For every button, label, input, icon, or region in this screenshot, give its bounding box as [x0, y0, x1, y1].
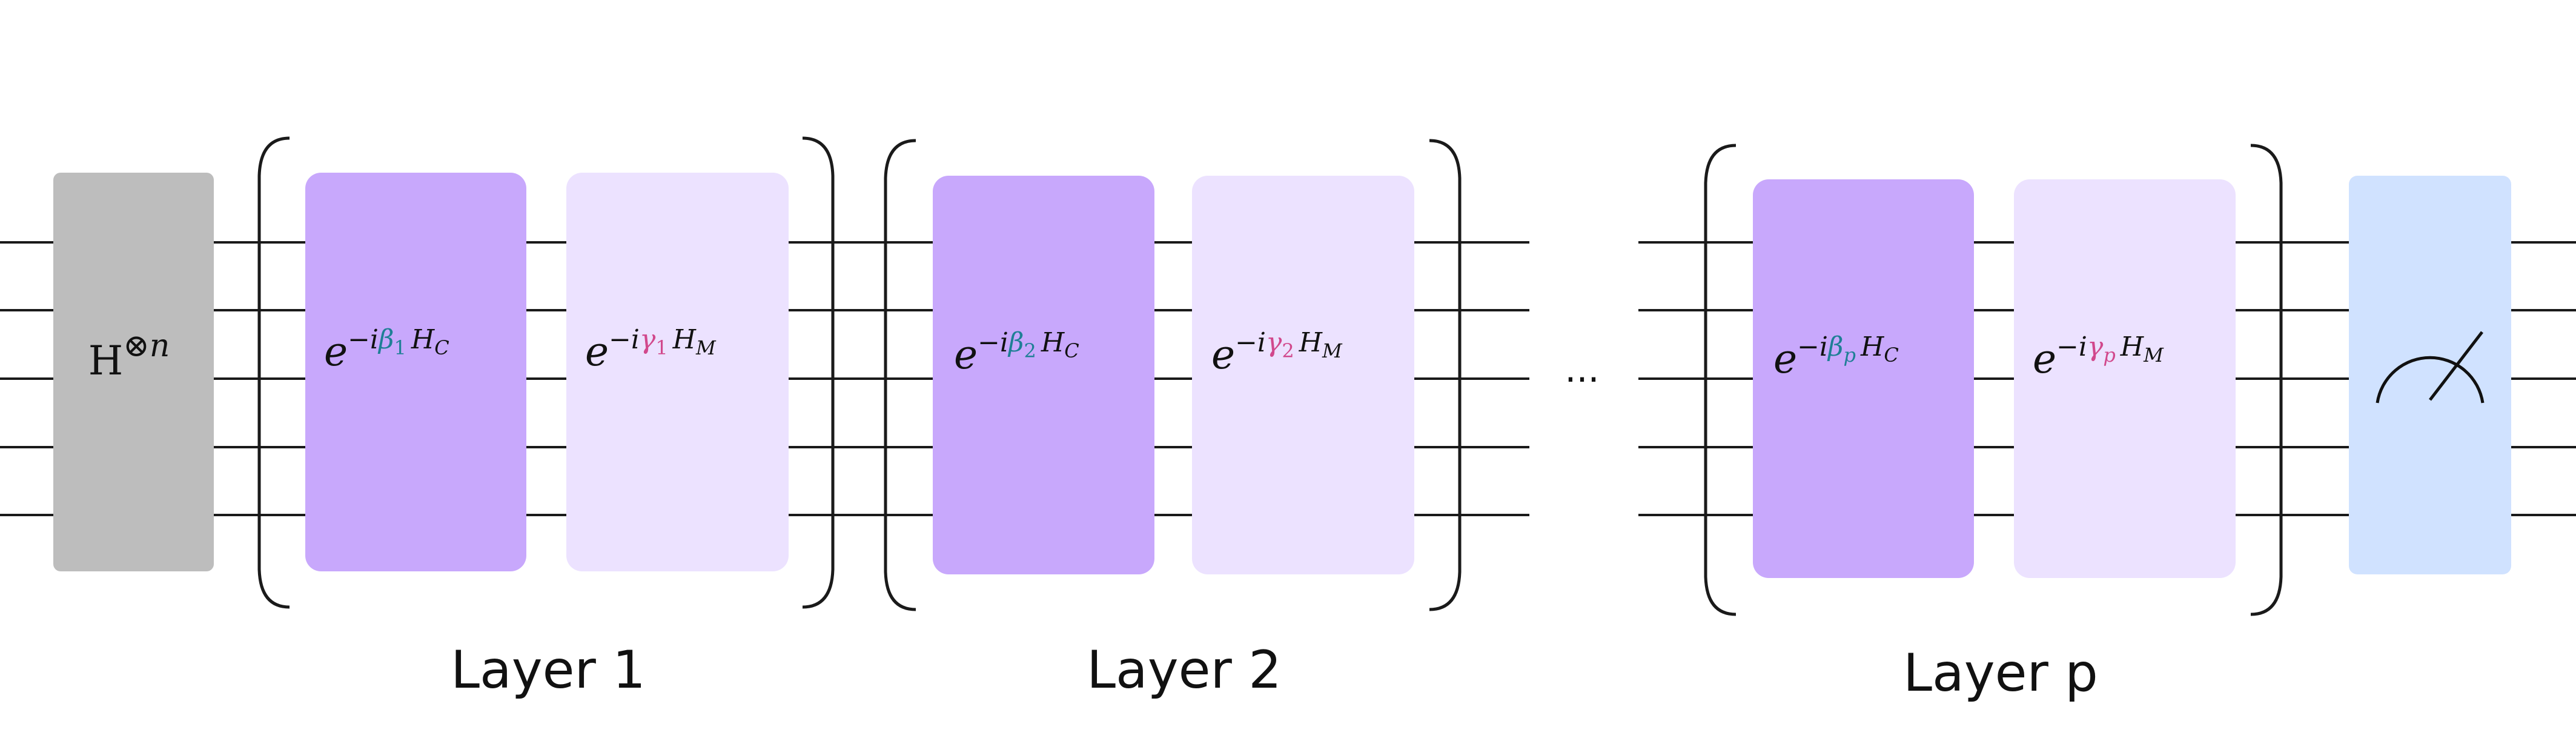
hadamard-base: H — [88, 337, 124, 384]
hadamard-gate-label: H⊗n — [88, 328, 170, 384]
layer-1-label: Layer 1 — [451, 640, 646, 700]
meter-icon — [2376, 331, 2485, 404]
layer-p-left-bracket — [1704, 144, 1737, 616]
layer-2-right-bracket — [1429, 139, 1462, 611]
layer-2-mixer-gate-box — [1192, 176, 1414, 574]
measurement-box — [2349, 176, 2511, 574]
layer-1-cost-gate-box — [305, 173, 526, 571]
layer-p-mixer-gate-box — [2014, 179, 2236, 578]
layer-1-mixer-gate-box — [566, 173, 789, 571]
layer-2-cost-gate-box — [933, 176, 1154, 574]
layer-1-right-bracket — [802, 136, 835, 609]
layer-p-label: Layer p — [1903, 643, 2098, 703]
meter-needle — [2429, 331, 2483, 401]
ellipsis: ... — [1564, 348, 1599, 391]
layer-2-left-bracket — [884, 139, 916, 611]
layer-2-label: Layer 2 — [1087, 640, 1282, 700]
layer-p-cost-gate-box — [1753, 179, 1974, 578]
hadamard-gate-box — [53, 173, 214, 571]
layer-p-right-bracket — [2250, 144, 2283, 616]
meter-arc — [2376, 356, 2485, 404]
layer-1-left-bracket — [257, 136, 290, 609]
hadamard-superscript: ⊗n — [123, 328, 170, 364]
